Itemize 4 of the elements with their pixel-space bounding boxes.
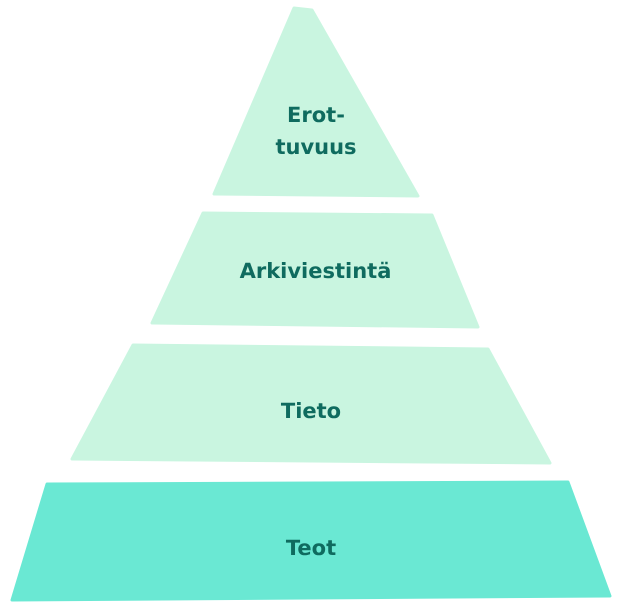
tier-label: Arkiviestintä — [240, 258, 392, 285]
tier-label: Tieto — [280, 398, 342, 425]
tier-label: Teot — [286, 535, 336, 562]
tier-label: Erot- tuvuus — [274, 102, 358, 161]
